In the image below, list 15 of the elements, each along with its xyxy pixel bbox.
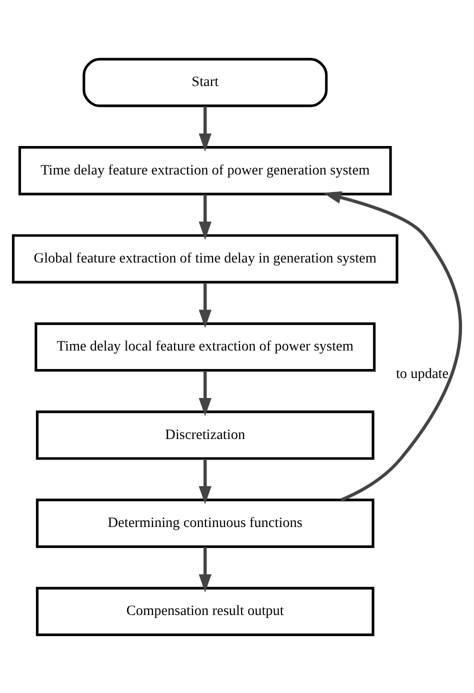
arrow [198, 546, 212, 592]
node-box: Global feature extraction of time delay in generation system [12, 234, 398, 283]
node-box: Discretization [36, 410, 374, 460]
node-box: Determining continuous functions [36, 498, 374, 548]
arrow [198, 194, 212, 240]
arrow [198, 282, 212, 328]
node-box: Time delay feature extraction of power generation system [18, 146, 392, 195]
node-box: Start [82, 57, 328, 107]
node-box: Compensation result output [36, 586, 374, 636]
arrow [198, 458, 212, 504]
arrow [198, 106, 212, 152]
arrow [323, 190, 462, 501]
node-box: Time delay local feature extraction of power system [34, 322, 376, 372]
arrow [198, 370, 212, 416]
edge-label: to update [396, 366, 449, 382]
